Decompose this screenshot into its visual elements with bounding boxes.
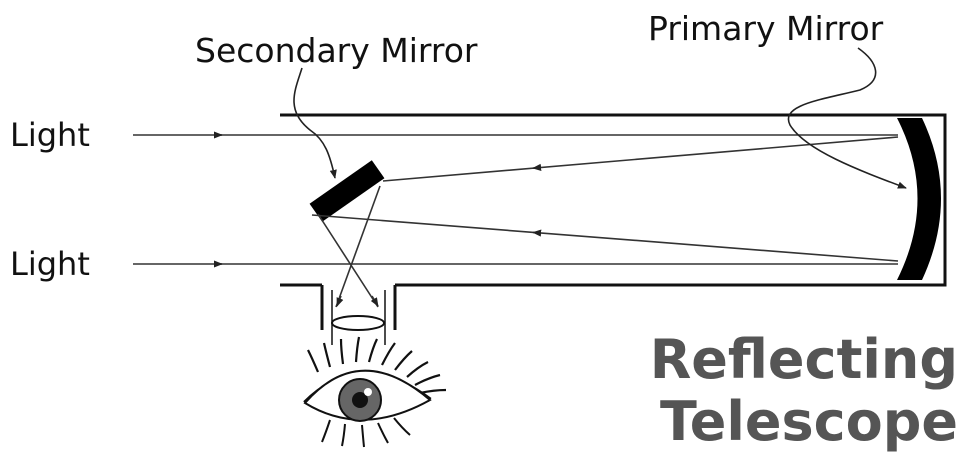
eyelashes-bottom [321,417,411,448]
eyepiece-lens [331,315,385,331]
eye-pupil [352,392,368,408]
diagram-title-line1: Reflecting [650,328,958,391]
light-label-bottom: Light [10,245,90,283]
light-label-top: Light [10,116,90,154]
primary-mirror-pointer [787,47,907,189]
primary-mirror [897,118,941,280]
label-pointers [293,47,907,189]
primary-mirror-label: Primary Mirror [648,9,884,48]
secondary-mirror-label: Secondary Mirror [195,31,478,70]
diagram-title-line2: Telescope [660,390,958,453]
eye-icon [303,336,447,448]
telescope-tube [280,113,947,287]
light-rays [133,131,899,308]
secondary-mirror-pointer [293,67,337,179]
eyepiece [320,285,397,345]
secondary-mirror [309,160,385,222]
eyelashes-top [307,336,447,395]
